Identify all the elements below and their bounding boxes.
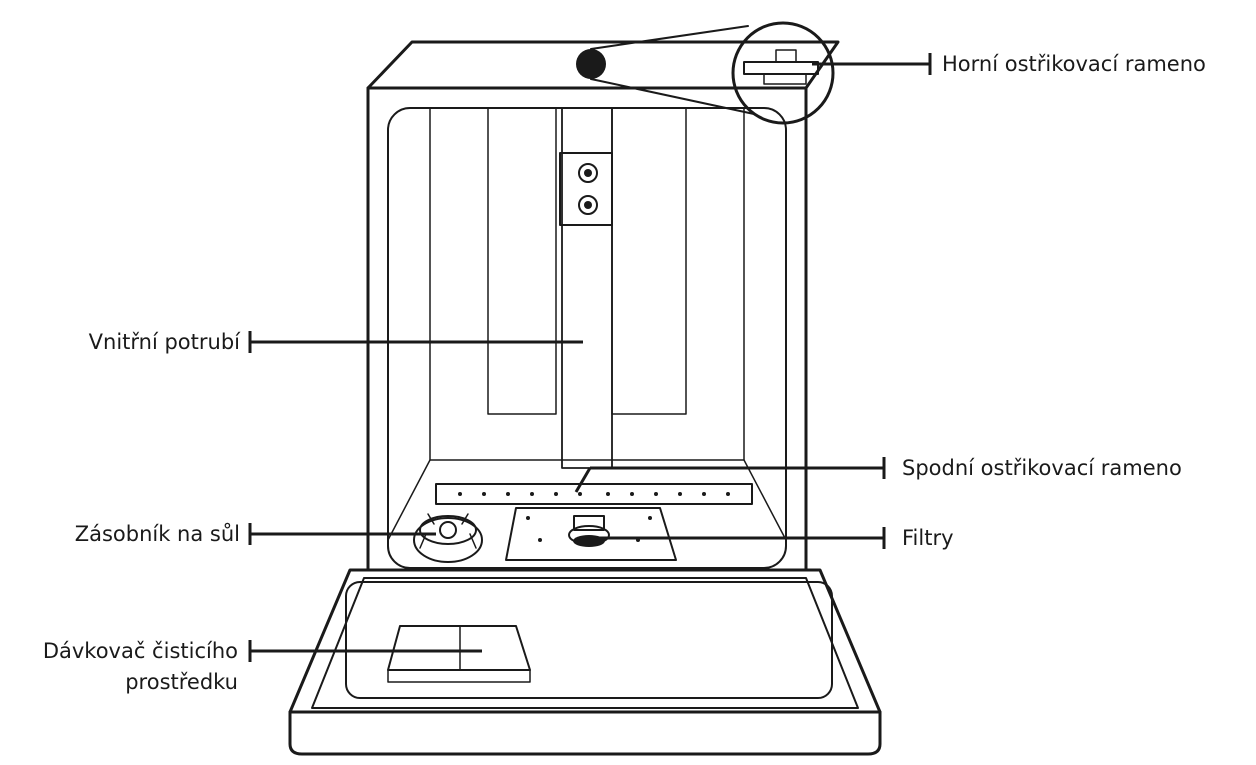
lower-spray-arm bbox=[435, 483, 753, 505]
label-lower-spray-arm: Spodní ostřikovací rameno bbox=[902, 456, 1182, 480]
detergent-dispenser bbox=[387, 625, 531, 683]
upper-spray-arm-magnifier bbox=[576, 21, 835, 125]
cabinet-body bbox=[366, 86, 808, 572]
label-salt-container: Zásobník na sůl bbox=[75, 522, 240, 546]
label-inner-pipe: Vnitřní potrubí bbox=[89, 330, 242, 354]
label-upper-spray-arm: Horní ostřikovací rameno bbox=[942, 52, 1206, 76]
open-door bbox=[288, 568, 882, 756]
filter-plate bbox=[505, 507, 677, 561]
pipe-connector bbox=[559, 152, 613, 226]
salt-container bbox=[413, 513, 483, 563]
label-detergent-dispenser-line2: prostředku bbox=[125, 670, 238, 694]
label-filters: Filtry bbox=[902, 526, 954, 550]
leader-lines bbox=[248, 53, 932, 662]
label-detergent-dispenser-line1: Dávkovač čisticího bbox=[43, 639, 238, 663]
